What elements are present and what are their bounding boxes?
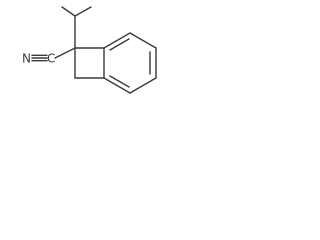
atom-label-nitrile-carbon: C: [47, 52, 55, 66]
bond-benzene-inner-lower-left: [109, 75, 130, 88]
bond-benzene-upper-right: [129, 32, 157, 49]
atom-label-nitrile-nitrogen: N: [22, 52, 31, 66]
bond-benzene-upper-left: [103, 32, 131, 49]
bond-benzene-inner-upper-left: [109, 38, 130, 51]
bond-isopropyl-methyl-left: [61, 6, 76, 17]
bond-quaternary-carbon-to-nitrile-carbon: [54, 47, 76, 59]
bond-benzene-lower-left: [103, 77, 131, 94]
bond-benzene-lower-right: [129, 77, 157, 94]
bond-isopropyl-methyl-right: [74, 6, 92, 17]
chemical-structure-diagram: C N: [22, 6, 157, 94]
